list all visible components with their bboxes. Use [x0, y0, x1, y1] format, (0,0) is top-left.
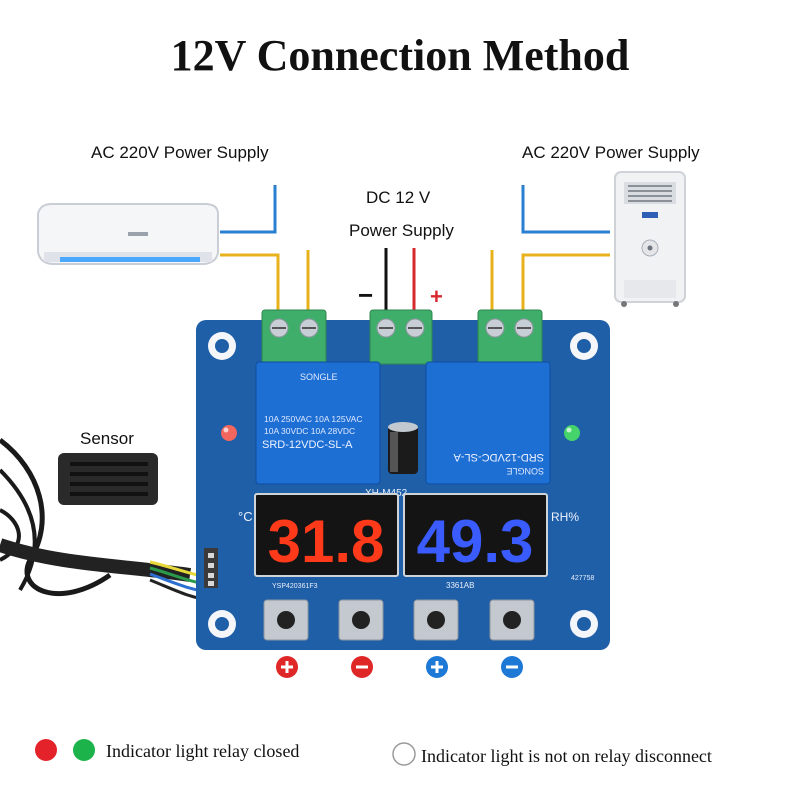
button-temp-minus: [338, 599, 384, 641]
sensor-label: Sensor: [80, 429, 134, 448]
led-red-icon: [221, 425, 237, 441]
ac-right-label: AC 220V Power Supply: [522, 143, 700, 162]
board-code-label: 427758: [571, 575, 594, 582]
air-cooler-icon: [614, 171, 686, 307]
humidity-display: 49.3 3361AB: [403, 493, 548, 590]
dc-label-line1: DC 12 V: [366, 188, 431, 207]
ac-right-wires: [490, 185, 610, 322]
ac-left-label: AC 220V Power Supply: [91, 143, 269, 162]
temperature-display: 31.8 YSP420361F3: [254, 493, 399, 590]
temperature-readout: 31.8: [268, 508, 385, 575]
ac-left-wires: [220, 185, 310, 322]
marker-temp-minus-icon: [351, 656, 373, 678]
dc-minus-sign: −: [358, 280, 373, 310]
legend-empty-dot-icon: [392, 742, 416, 766]
legend-closed-text: Indicator light relay closed: [106, 741, 300, 761]
display-left-code: YSP420361F3: [272, 583, 318, 590]
temperature-unit-label: °C: [238, 509, 253, 524]
legend-green-dot-icon: [73, 739, 95, 761]
relay-right: SONGLE SRD-12VDC-SL-A: [425, 361, 551, 485]
button-temp-plus: [263, 599, 309, 641]
relay-right-model: SRD-12VDC-SL-A: [453, 451, 544, 463]
led-green-icon: [564, 425, 580, 441]
display-right-code: 3361AB: [446, 581, 474, 590]
legend-open-text: Indicator light is not on relay disconne…: [421, 746, 712, 766]
diagram-title: 12V Connection Method: [170, 31, 630, 80]
controller-board: SONGLE 10A 250VAC 10A 125VAC 10A 30VDC 1…: [196, 309, 610, 650]
sensor-probe-icon: [0, 438, 211, 602]
terminal-block-right: [477, 309, 543, 365]
marker-temp-plus-icon: [276, 656, 298, 678]
relay-right-brand: SONGLE: [506, 466, 544, 476]
relay-left-brand: SONGLE: [300, 372, 338, 382]
sensor-connector: [204, 548, 218, 588]
capacitor-icon: [388, 422, 418, 474]
relay-left: SONGLE 10A 250VAC 10A 125VAC 10A 30VDC 1…: [255, 361, 381, 485]
terminal-block-left: [261, 309, 327, 365]
relay-left-model: SRD-12VDC-SL-A: [262, 439, 353, 451]
relay-left-spec2: 10A 30VDC 10A 28VDC: [264, 426, 355, 436]
relay-left-spec1: 10A 250VAC 10A 125VAC: [264, 414, 362, 424]
button-humidity-minus: [489, 599, 535, 641]
dc-label-line2: Power Supply: [349, 221, 454, 240]
air-conditioner-icon: [37, 203, 219, 265]
button-humidity-plus: [413, 599, 459, 641]
humidity-readout: 49.3: [417, 508, 534, 575]
marker-humidity-plus-icon: [426, 656, 448, 678]
humidity-unit-label: RH%: [551, 510, 579, 524]
dc-plus-sign: +: [430, 284, 443, 309]
legend-red-dot-icon: [35, 739, 57, 761]
terminal-block-power: [369, 309, 433, 365]
marker-humidity-minus-icon: [501, 656, 523, 678]
